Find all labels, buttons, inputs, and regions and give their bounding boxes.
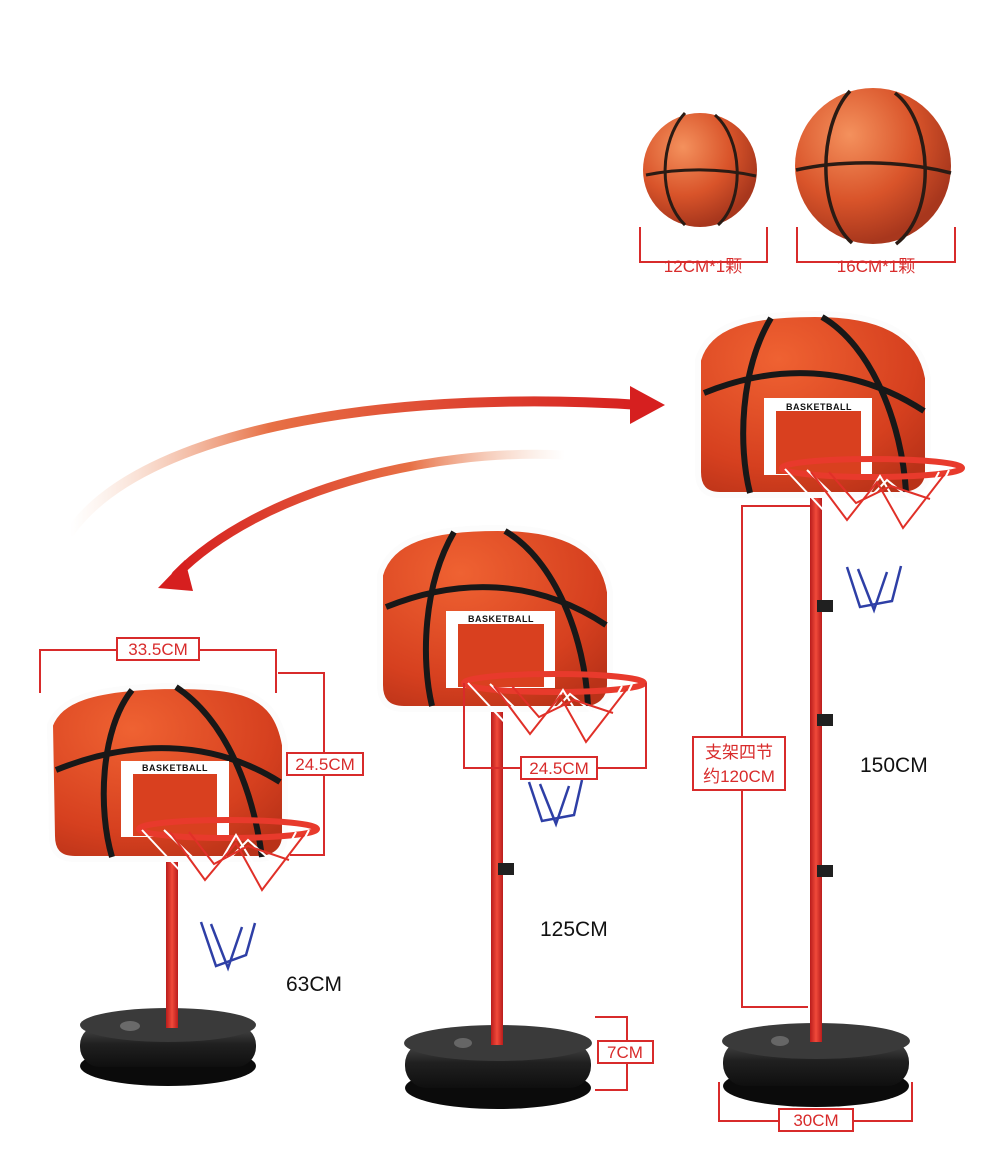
bottom-arrow-head bbox=[158, 560, 193, 591]
top-arrow-curve bbox=[65, 396, 645, 537]
small-ball bbox=[643, 111, 757, 227]
stand-medium-base-cap bbox=[454, 1038, 472, 1048]
stand-tall-net-blue bbox=[845, 565, 903, 614]
pole-length-label-line1: 支架四节 bbox=[705, 743, 773, 762]
stand-tall-pole-clip-2 bbox=[817, 714, 833, 726]
stand-tall-rim bbox=[779, 456, 965, 480]
stand-short-net-blue bbox=[199, 921, 257, 972]
base-height-label-box bbox=[597, 1040, 654, 1064]
stand-short-net-red bbox=[169, 831, 305, 892]
stand-short-board-label: BASKETBALL bbox=[142, 763, 208, 773]
board-height-middle-label: 24.5CM bbox=[529, 759, 589, 778]
small-ball-size-label: 12CM*1颗 bbox=[664, 257, 742, 276]
board-height-left-label: 24.5CM bbox=[295, 755, 355, 774]
stand-tall-pole-clip-3 bbox=[817, 865, 833, 877]
stand-tall: BASKETBALL 150CM bbox=[695, 310, 965, 1107]
top-arrow-head bbox=[630, 386, 665, 424]
stand-short-height-label: 63CM bbox=[286, 973, 342, 996]
bottom-arrow-curve bbox=[171, 449, 570, 580]
stand-medium-height-label: 125CM bbox=[540, 918, 608, 941]
small-ball-seams bbox=[645, 111, 757, 227]
large-ball-size-label: 16CM*1颗 bbox=[837, 257, 915, 276]
base-width-label-box bbox=[778, 1108, 854, 1132]
small-ball-dimension bbox=[639, 227, 768, 263]
stand-medium-board-label: BASKETBALL bbox=[468, 614, 534, 624]
stand-tall-board-seams bbox=[702, 314, 926, 494]
large-ball-seams bbox=[795, 89, 952, 246]
board-height-left-label-box bbox=[286, 752, 364, 776]
stand-short-base-cap bbox=[120, 1021, 140, 1031]
stand-medium-pole bbox=[491, 690, 503, 1045]
stand-medium-pole-clip bbox=[498, 863, 514, 875]
stand-tall-base-cap bbox=[771, 1036, 789, 1046]
stand-tall-height-label: 150CM bbox=[860, 754, 928, 777]
stand-short-board-seams bbox=[54, 684, 282, 858]
stand-medium: BASKETBALL 125CM bbox=[377, 524, 647, 1109]
stand-tall-pole bbox=[810, 470, 822, 1042]
stand-medium-board-seams bbox=[384, 528, 608, 707]
pole-length-label-line2: 约120CM bbox=[703, 767, 775, 786]
base-width-label: 30CM bbox=[793, 1111, 838, 1130]
large-ball bbox=[795, 88, 952, 246]
board-width-label: 33.5CM bbox=[128, 640, 188, 659]
stand-medium-net-red bbox=[493, 685, 628, 744]
board-width-label-box bbox=[116, 637, 200, 661]
stand-tall-net-red bbox=[810, 471, 945, 530]
stand-tall-pole-clip-1 bbox=[817, 600, 833, 612]
height-adjust-arrows bbox=[65, 386, 665, 591]
board-height-middle-label-box bbox=[520, 756, 598, 780]
large-ball-body bbox=[795, 88, 951, 244]
stand-tall-board-label: BASKETBALL bbox=[786, 402, 852, 412]
stand-medium-net-blue bbox=[527, 779, 584, 828]
stand-short: BASKETBALL 63CM bbox=[46, 682, 342, 1086]
stand-short-pole bbox=[166, 825, 178, 1028]
large-ball-dimension bbox=[796, 227, 956, 263]
pole-length-label-box bbox=[692, 736, 786, 791]
base-height-label: 7CM bbox=[607, 1043, 643, 1062]
stand-short-rim bbox=[136, 817, 320, 841]
